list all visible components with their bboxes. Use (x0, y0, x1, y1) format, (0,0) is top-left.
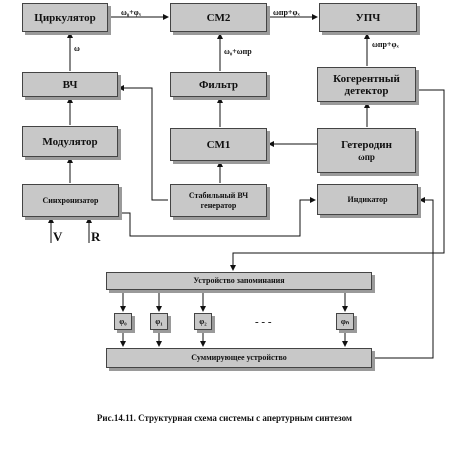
circulator-block: Циркулятор (22, 3, 108, 32)
mixer1-block: СМ1 (170, 128, 267, 161)
heterodyne-frequency: ωпр (358, 151, 375, 162)
label-input-r: R (91, 229, 101, 244)
label-circulator-output: ω₀+φₓ (121, 8, 142, 17)
phase-cell-1: φ₁ (150, 313, 168, 330)
filter-block: Фильтр (170, 72, 267, 97)
label-mixer2-output: ωпр+φₓ (273, 8, 300, 17)
phase-cell-0: φ₀ (114, 313, 132, 330)
coherent-detector-block: Когерентный детектор (317, 67, 416, 102)
label-filter-output: ω₀+ωпр (224, 47, 252, 56)
ellipsis: - - - (255, 316, 272, 328)
label-ipf-output: ωпр+φₓ (372, 40, 399, 49)
indicator-block: Индикатор (317, 184, 418, 215)
phase-cell-n: φₙ (336, 313, 354, 330)
heterodyne-label: Гетеродин (341, 138, 392, 151)
label-input-v: V (53, 229, 63, 244)
label-omega: ω (74, 44, 80, 53)
hf-block: ВЧ (22, 72, 118, 97)
edge-sum-ind (372, 197, 434, 359)
edge-sync-ind (120, 197, 316, 237)
stable-hf-generator-block: Стабильный ВЧ генератор (170, 184, 267, 217)
figure-caption: Рис.14.11. Структурная схема системы с а… (96, 413, 353, 423)
mixer2-block: СМ2 (170, 3, 267, 32)
edge-det-mem (230, 89, 445, 271)
synchronizer-block: Синхронизатор (22, 184, 119, 217)
edge-gen-hf (118, 85, 168, 201)
ipf-block: УПЧ (319, 3, 417, 32)
phase-cell-2: φ₂ (194, 313, 212, 330)
memory-block: Устройство запоминания (106, 272, 372, 290)
summing-block: Суммирующее устройство (106, 348, 372, 368)
modulator-block: Модулятор (22, 126, 118, 157)
heterodyne-block: Гетеродин ωпр (317, 128, 416, 173)
